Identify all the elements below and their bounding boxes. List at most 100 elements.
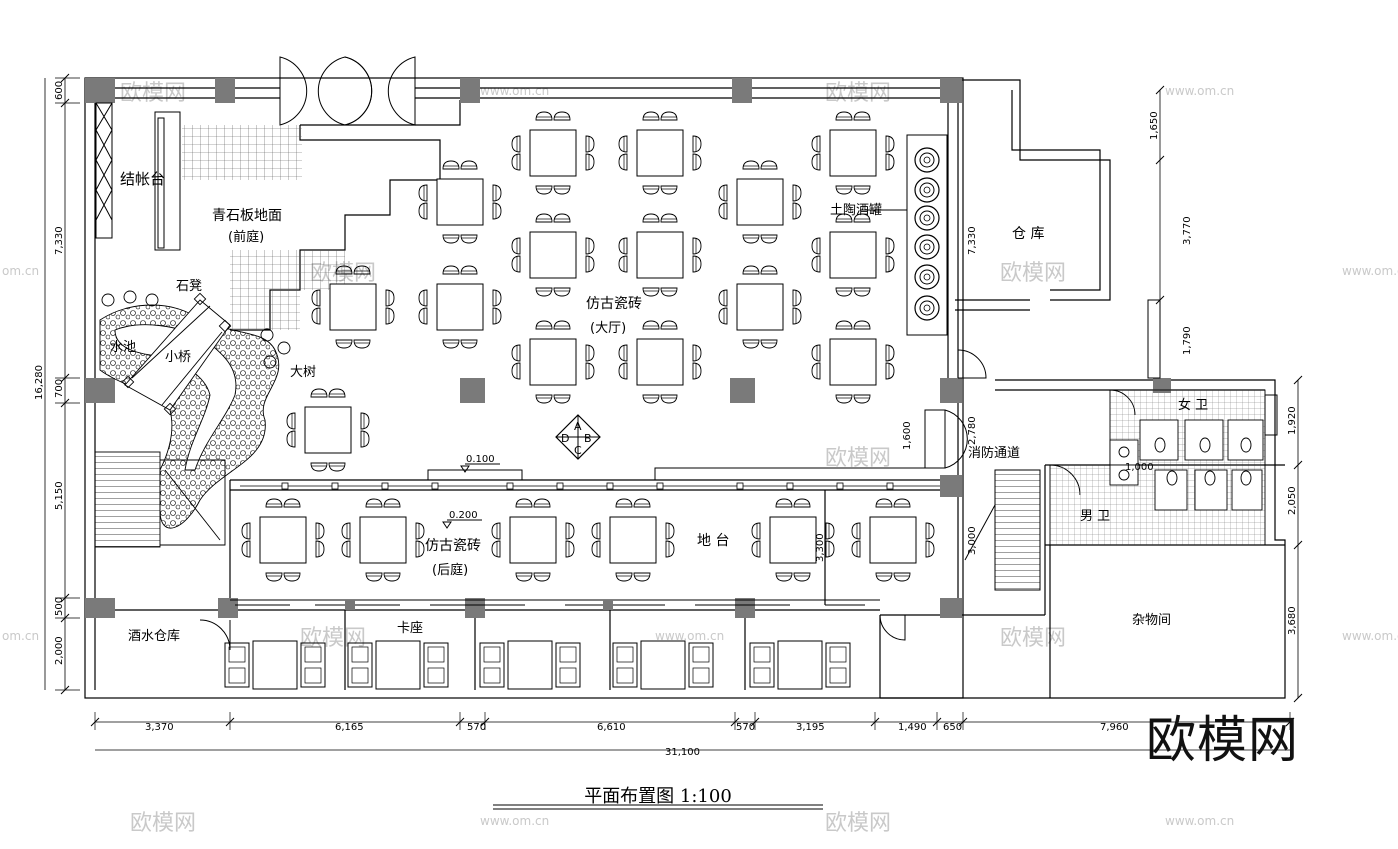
dim-left: 600 [54, 81, 65, 100]
dim-total: 31,100 [665, 747, 700, 758]
chair [760, 265, 778, 275]
chair [383, 498, 401, 508]
chair [853, 320, 871, 330]
dim-bottom: 3,195 [796, 722, 825, 733]
chair [360, 430, 370, 448]
front-court-paving [182, 125, 345, 330]
watermark-brand: 欧模网 [1000, 626, 1066, 651]
jar [914, 264, 940, 290]
brand-logo: 欧模网 [1146, 711, 1299, 769]
booth [224, 640, 326, 690]
chair [811, 344, 821, 362]
label-stone-stool: 石凳 [176, 278, 202, 294]
chair [442, 339, 460, 349]
chair [585, 255, 595, 273]
chair [893, 572, 911, 582]
booth [479, 640, 581, 690]
rail-post [606, 482, 614, 490]
chair [642, 394, 660, 404]
dim-bottom: 570 [467, 722, 486, 733]
rail-post [331, 482, 339, 490]
chair [853, 213, 871, 223]
label-jars: 土陶酒罐 [830, 202, 882, 218]
chair [642, 287, 660, 297]
chair [553, 111, 571, 121]
dim-bottom: 7,960 [1100, 722, 1129, 733]
dim-bottom: 6,165 [335, 722, 364, 733]
chair [853, 185, 871, 195]
chair [553, 213, 571, 223]
chair [383, 572, 401, 582]
chair [533, 572, 551, 582]
chair [835, 287, 853, 297]
dim-inner: 3,000 [967, 526, 978, 555]
jar [914, 147, 940, 173]
dining-table [618, 111, 702, 195]
chair [335, 339, 353, 349]
compass-d: D [561, 432, 569, 445]
chair [328, 462, 346, 472]
dim-inner: 2,780 [967, 416, 978, 445]
chair [535, 185, 553, 195]
chair [535, 213, 553, 223]
dining-table [286, 388, 370, 472]
chair [310, 388, 328, 398]
chair [418, 202, 428, 220]
fire-exit [199, 299, 1278, 651]
dining-table [511, 213, 595, 297]
chair [533, 498, 551, 508]
dim-inner: 7,330 [967, 226, 978, 255]
chair [460, 234, 478, 244]
chair [692, 237, 702, 255]
dim-left-total: 16,280 [34, 365, 45, 400]
watermark-url: www.om.cn [1342, 264, 1398, 278]
chair [585, 153, 595, 171]
chair [385, 307, 395, 325]
label-wc-dim: 1,000 [1125, 462, 1154, 473]
dim-left: 700 [54, 379, 65, 398]
dim-bottom: 3,370 [145, 722, 174, 733]
dining-table [751, 498, 835, 582]
rail-post [556, 482, 564, 490]
chair [875, 572, 893, 582]
chair [415, 540, 425, 558]
rail-post [736, 482, 744, 490]
label-back-floor: 仿古瓷砖 [425, 538, 481, 554]
rail-post [836, 482, 844, 490]
dimension-ticks [55, 73, 1303, 730]
chair [853, 111, 871, 121]
rail-posts [281, 482, 894, 610]
chair [793, 572, 811, 582]
label-bridge: 小桥 [165, 350, 191, 365]
chair [615, 498, 633, 508]
dim-tick [1293, 460, 1303, 470]
chair [660, 320, 678, 330]
chair [511, 237, 521, 255]
chair [511, 362, 521, 380]
pool-area [94, 290, 291, 548]
label-pool: 水池 [110, 340, 136, 355]
label-big-tree: 大树 [290, 365, 316, 380]
chair [535, 111, 553, 121]
chair [460, 265, 478, 275]
chair [792, 202, 802, 220]
chair [311, 289, 321, 307]
watermark-url: www.om.cn [480, 84, 549, 98]
chair [835, 213, 853, 223]
dim-inner: 1,600 [902, 421, 913, 450]
chair [835, 394, 853, 404]
chair [742, 339, 760, 349]
label-front-floor: 青石板地面 [212, 208, 282, 224]
chair [742, 265, 760, 275]
chair [811, 362, 821, 380]
label-sundry: 杂物间 [1132, 613, 1171, 628]
chair [511, 135, 521, 153]
dining-table [511, 320, 595, 404]
dim-right: 1,790 [1182, 326, 1193, 355]
watermark-url: www.om.cn [655, 629, 724, 643]
chair [265, 498, 283, 508]
chair [642, 185, 660, 195]
dining-table [718, 160, 802, 244]
compass-b: B [584, 432, 592, 445]
booth-seats [224, 640, 851, 690]
